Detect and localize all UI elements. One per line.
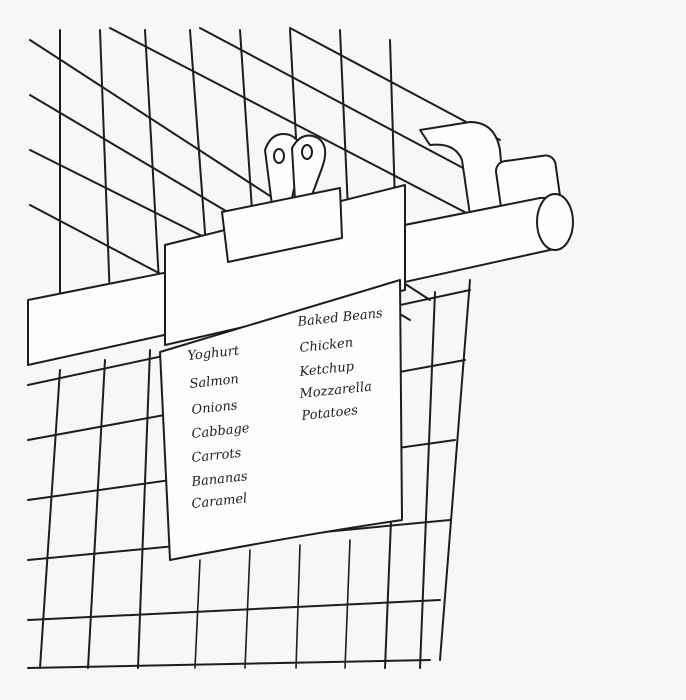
list-right-column: Baked Beans Chicken Ketchup Mozzarella P… (296, 306, 384, 424)
list-item-left: Onions (191, 398, 239, 418)
binder-clip-icon (221, 133, 343, 263)
list-item-left: Bananas (190, 469, 249, 490)
list-item-right: Potatoes (300, 403, 359, 424)
list-left-column: Yoghurt Salmon Onions Cabbage Carrots Ba… (187, 344, 251, 512)
list-item-right: Chicken (299, 335, 354, 356)
list-item-left: Salmon (189, 372, 240, 392)
list-item-left: Cabbage (191, 421, 251, 442)
list-item-left: Yoghurt (187, 344, 241, 364)
shopping-list-paper (159, 184, 406, 561)
list-item-left: Carrots (191, 446, 242, 466)
list-item-left: Caramel (191, 491, 248, 512)
list-item-right: Ketchup (298, 359, 356, 380)
